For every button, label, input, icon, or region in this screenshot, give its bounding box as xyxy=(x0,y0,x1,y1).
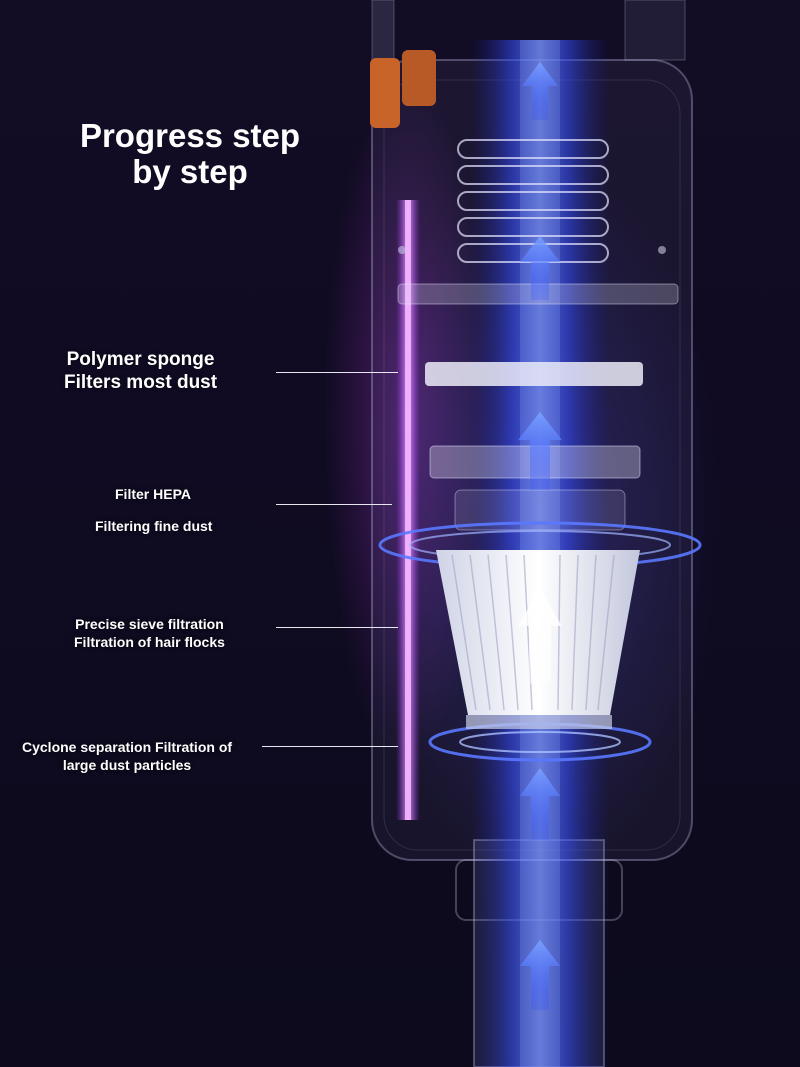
label-cyclone-line-1: Cyclone separation Filtration of xyxy=(22,739,233,755)
label-hepa-desc: Filtering fine dust xyxy=(95,518,212,535)
label-polymer-line-1: Polymer sponge xyxy=(66,349,215,370)
orange-clip-icon xyxy=(370,58,400,128)
label-sieve-line-2: Filtration of hair flocks xyxy=(74,634,225,650)
label-cyclone-separation: Cyclone separation Filtration of large d… xyxy=(22,738,232,774)
title-line-2: by step xyxy=(132,153,248,190)
title-line-1: Progress step xyxy=(79,117,301,154)
up-arrow-icon xyxy=(518,62,562,1010)
label-sieve-line-1: Precise sieve filtration xyxy=(75,616,224,632)
label-hepa-title: Filter HEPA xyxy=(115,486,191,503)
label-polymer-sponge: Polymer sponge Filters most dust xyxy=(64,348,217,394)
label-sieve-filtration: Precise sieve filtration Filtration of h… xyxy=(74,615,225,651)
leader-line-hepa xyxy=(276,504,392,505)
polymer-sponge-disc xyxy=(425,362,643,386)
label-hepa-line-1: Filter HEPA xyxy=(115,486,191,502)
label-polymer-line-2: Filters most dust xyxy=(64,372,218,393)
leader-line-sieve xyxy=(276,627,398,628)
leader-line-polymer xyxy=(276,372,398,373)
label-cyclone-line-2: large dust particles xyxy=(62,757,192,773)
label-hepa-line-2: Filtering fine dust xyxy=(95,518,213,534)
page-title: Progress step by step xyxy=(40,118,340,190)
leader-line-cyclone xyxy=(262,746,398,747)
hepa-coil-icon xyxy=(457,139,609,263)
